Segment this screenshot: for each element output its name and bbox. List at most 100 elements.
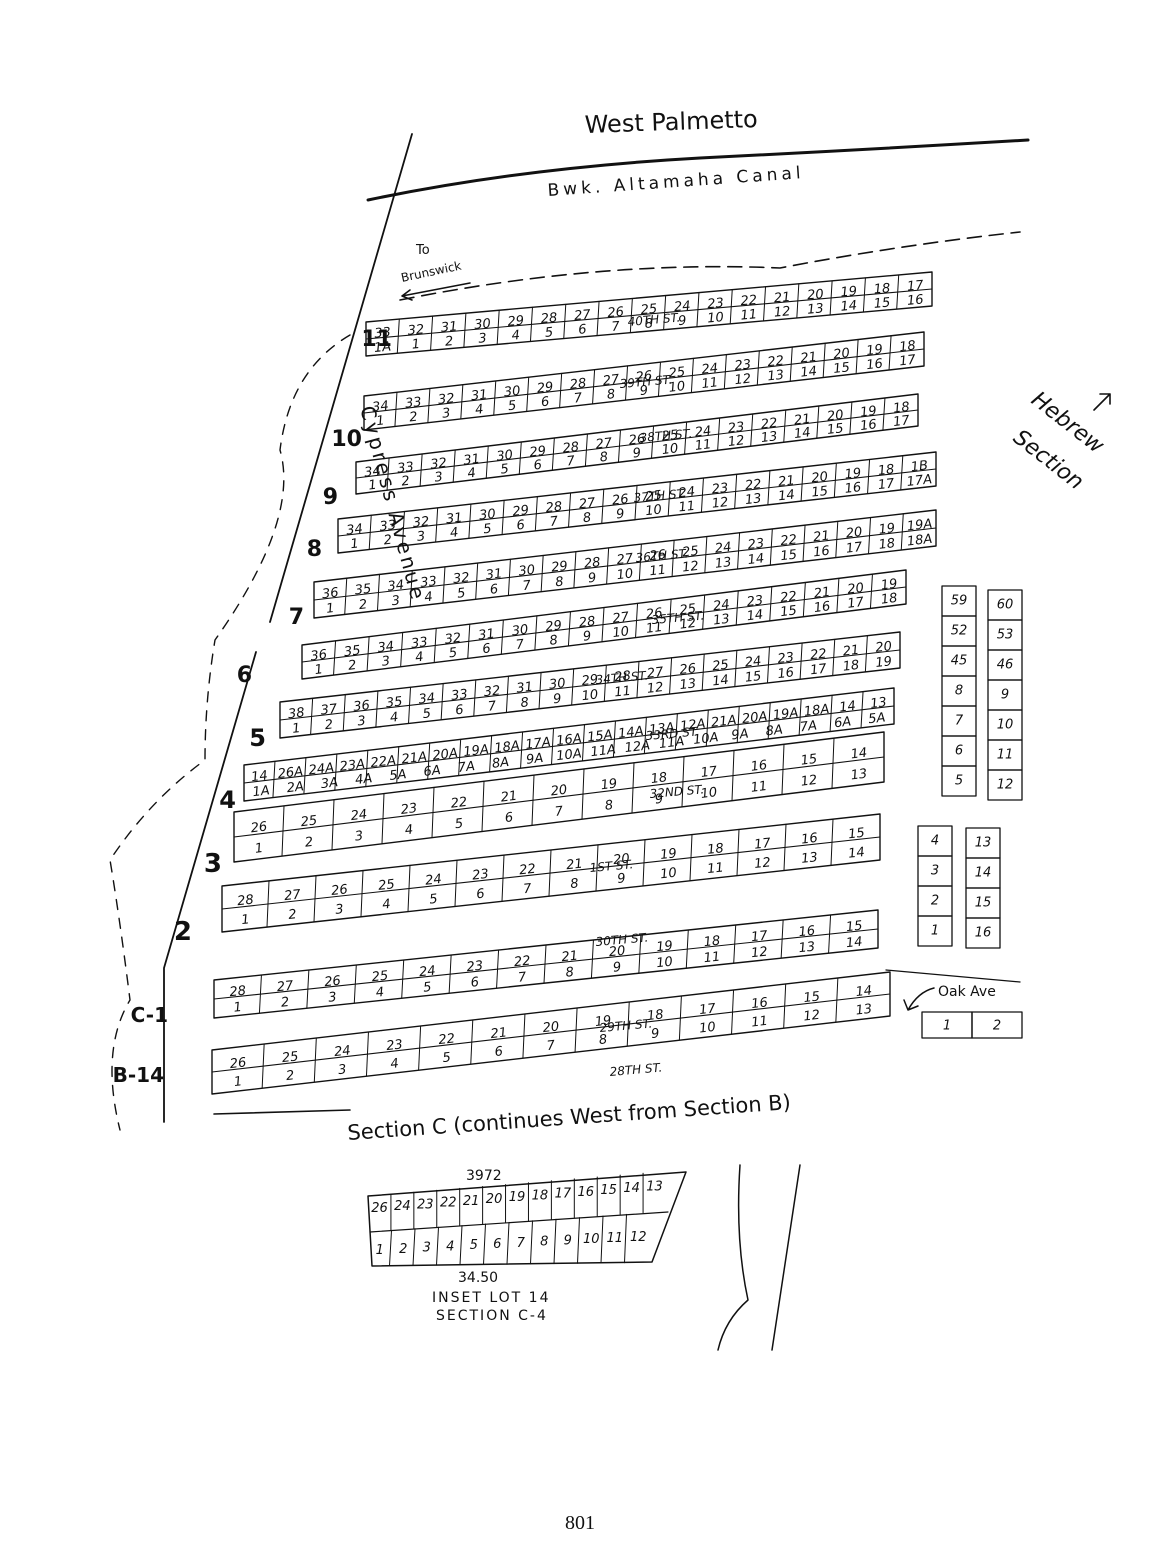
lot-number: 34 xyxy=(418,691,436,708)
lot-divider xyxy=(412,1228,416,1266)
lot-divider xyxy=(581,768,585,820)
lot-number: 29 xyxy=(550,559,568,576)
lot-number: 17A xyxy=(906,472,933,490)
row-outline xyxy=(355,393,919,495)
lot-divider xyxy=(360,870,364,918)
cypress-avenue-line xyxy=(163,133,413,1123)
lot-number: 23 xyxy=(727,420,745,437)
lot-number: 15 xyxy=(600,1183,617,1198)
lot-number: 7A xyxy=(457,759,476,776)
lot-divider xyxy=(831,737,835,789)
lot-number: 11 xyxy=(678,499,696,516)
lot-number: 13 xyxy=(767,368,785,385)
lot-number: 19 xyxy=(840,284,858,300)
lot-number: 19 xyxy=(844,466,862,483)
lot-number: 2 xyxy=(304,835,314,851)
lot-number: 10 xyxy=(583,1232,600,1247)
row-divider xyxy=(221,836,881,910)
lot-divider xyxy=(634,485,638,520)
row-outline xyxy=(365,271,933,357)
lot-number: 9 xyxy=(582,629,592,645)
lot-number: 8 xyxy=(582,510,592,526)
lot-number: 36 xyxy=(353,698,371,715)
lot-number: 15 xyxy=(800,752,818,769)
row-label: 7 xyxy=(289,605,304,630)
lot-divider xyxy=(596,300,600,336)
lot-number: 1 xyxy=(368,478,378,494)
lot-number: 13 xyxy=(712,612,730,629)
lot-number: 12 xyxy=(773,304,791,320)
lot-number: 36 xyxy=(310,647,328,664)
lot-number: 4 xyxy=(446,1239,454,1254)
lot-number: 16 xyxy=(906,292,924,308)
lot-number: 21 xyxy=(490,1025,508,1042)
lot-number: 12 xyxy=(679,616,697,633)
lot-number: 23 xyxy=(747,536,765,553)
lot-number: 25 xyxy=(661,428,679,445)
lot-divider xyxy=(481,780,485,832)
lot-divider xyxy=(584,433,588,467)
lot-divider xyxy=(261,1043,265,1089)
lot-number: 32 xyxy=(437,391,455,408)
lot-number: 22 xyxy=(518,862,536,879)
lot-number: 12 xyxy=(711,495,729,512)
lot-number: 3 xyxy=(478,331,488,347)
lot-divider xyxy=(689,834,693,882)
lot-number: 26 xyxy=(628,432,646,449)
lot-number: 1 xyxy=(376,1243,384,1258)
lot-number: 27 xyxy=(602,372,621,389)
lot-number: 10 xyxy=(656,955,674,972)
lot-number: 1 xyxy=(314,662,324,678)
lot-divider xyxy=(700,477,704,513)
lot-divider xyxy=(830,818,834,866)
lot-divider xyxy=(496,309,500,345)
lot-number: 14 xyxy=(855,983,873,1000)
oak-ave-label: Oak Ave xyxy=(938,984,996,1000)
row-divider xyxy=(337,468,937,537)
lot-number: 3 xyxy=(931,864,939,879)
lot-number: 35 xyxy=(354,582,372,599)
lot-divider xyxy=(701,653,705,691)
lot-number: 1 xyxy=(254,841,264,857)
lot-number: 14 xyxy=(777,488,795,505)
lot-number: 13 xyxy=(646,1179,663,1194)
lot-box xyxy=(987,769,1023,801)
lot-number: 4 xyxy=(449,525,459,541)
lot-number: 29 xyxy=(507,313,525,329)
lot-number: 34 xyxy=(346,522,364,539)
lot-number: 2 xyxy=(324,717,334,733)
lot-divider xyxy=(783,823,787,871)
lot-number: 13 xyxy=(798,940,816,957)
lot-number: 7 xyxy=(522,578,533,594)
lot-number: 12A xyxy=(679,717,706,735)
lot-number: 2 xyxy=(280,995,290,1011)
lot-number: 5 xyxy=(507,398,517,414)
lot-divider xyxy=(344,577,348,615)
canal-label: Bwk. Altamaha Canal xyxy=(547,163,805,201)
lot-number: 25 xyxy=(645,488,663,505)
lot-number: 2A xyxy=(286,779,305,796)
lot-number: 34 xyxy=(377,639,395,656)
lot-number: 24 xyxy=(424,872,442,889)
lot-number: 26 xyxy=(649,547,667,564)
west-dashed-boundary xyxy=(109,334,351,1131)
brunswick-label: Brunswick xyxy=(400,258,463,284)
lot-divider xyxy=(418,1025,422,1071)
lot-number: 14 xyxy=(840,298,858,314)
lot-box xyxy=(965,917,1001,949)
lot-number: 18 xyxy=(892,400,910,417)
lot-divider xyxy=(868,517,872,555)
lot-divider xyxy=(737,532,741,570)
lot-number: 33 xyxy=(450,687,468,704)
lot-number: 12 xyxy=(727,433,745,450)
lot-number: 13 xyxy=(744,491,762,508)
lot-number: 7 xyxy=(955,714,964,729)
lot-number: 24 xyxy=(673,299,691,315)
lot-number: 15 xyxy=(811,484,829,501)
lot-number: 17 xyxy=(700,764,719,781)
lot-divider xyxy=(767,470,771,506)
lot-number: 15 xyxy=(826,421,844,438)
lot-number: 3 xyxy=(423,1241,431,1256)
lot-divider xyxy=(624,1213,627,1264)
